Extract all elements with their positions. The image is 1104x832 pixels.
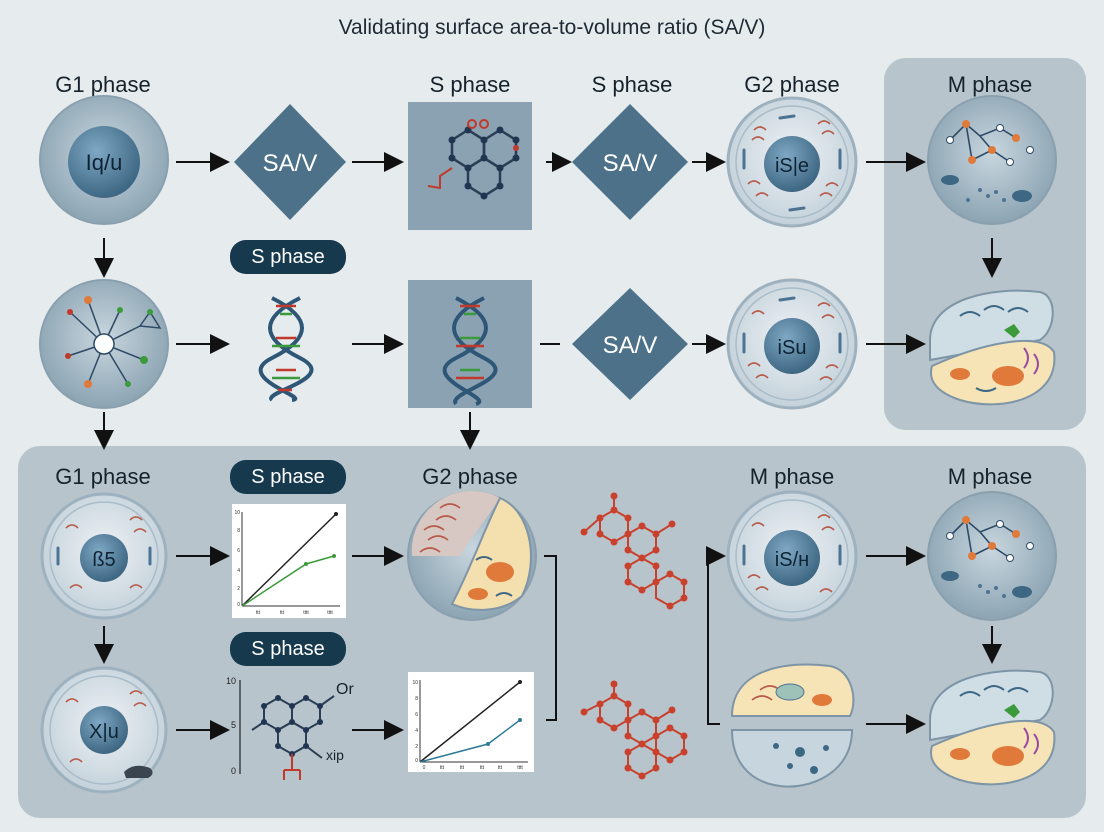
x-tick: 0	[423, 765, 426, 771]
axis-tick-mid: 5	[231, 720, 236, 730]
nucleus-label-g1: Iq/u	[86, 150, 123, 175]
red-molecule-2-atoms	[580, 680, 688, 780]
svg-text:SA/V: SA/V	[603, 150, 658, 177]
label-m-bottom-2: M phase	[947, 464, 1033, 489]
mini-chart-2: 10 8 6 4 2 0 0 ttt ttt ttt ttt tttt	[408, 672, 534, 772]
x-tick: tttt	[327, 610, 333, 616]
chart-point	[334, 512, 338, 516]
chart-line-series-1	[419, 681, 521, 763]
molecule-label-o: Or	[336, 681, 354, 698]
m-phase-cell-bottom-2	[927, 491, 1057, 621]
x-tick: tttt	[303, 610, 309, 616]
chart-point	[518, 680, 522, 684]
red-molecule-1-atoms	[580, 492, 688, 610]
y-tick: 2	[415, 744, 418, 750]
g2-cell-bottom	[407, 490, 537, 621]
cell-xu: X|u	[40, 666, 168, 794]
dna-helix-1	[258, 296, 314, 402]
y-tick: 8	[415, 696, 418, 702]
x-tick: tttt	[517, 765, 523, 771]
y-tick: 2	[237, 586, 240, 592]
pill-s-phase-row4: S phase	[230, 632, 346, 666]
label-s-top-2: S phase	[591, 72, 673, 97]
g2-cell-top: iS|e	[726, 96, 858, 228]
label-g2-bottom: G2 phase	[422, 464, 518, 489]
nucleus-label-g2-top: iS|e	[775, 155, 809, 177]
chart-point	[518, 718, 522, 722]
y-tick: 0	[415, 758, 418, 764]
nucleus-label-g2-mid: iSu	[778, 337, 807, 359]
x-tick: ttt	[280, 610, 285, 616]
y-tick: 0	[237, 602, 240, 608]
pill-s-phase-row2: S phase	[230, 240, 346, 274]
chart-point	[332, 554, 336, 558]
label-s-top-1: S phase	[429, 72, 511, 97]
lower-panel	[18, 446, 1086, 818]
y-tick: 4	[237, 568, 240, 574]
x-tick: ttt	[460, 765, 465, 771]
nucleus-label-g1-bottom: ß5	[92, 549, 115, 571]
bracket-left	[544, 555, 557, 721]
label-m-top: M phase	[947, 72, 1033, 97]
g2-cell-mid: iSu	[726, 278, 858, 410]
label-g2-top: G2 phase	[744, 72, 840, 97]
axis-tick-bottom: 0	[231, 766, 236, 776]
y-tick: 10	[234, 510, 240, 516]
g1-cell-top: Iq/u	[39, 95, 169, 225]
dividing-cell-top	[929, 289, 1056, 406]
molecule-label-xip: xip	[326, 747, 344, 763]
x-tick: ttt	[480, 765, 485, 771]
diagram-title: Validating surface area-to-volume ratio …	[338, 16, 766, 39]
s-phase-molecule-box	[408, 102, 532, 230]
sav-diamond-3: SA/V	[572, 288, 688, 400]
x-tick: ttt	[498, 765, 503, 771]
y-tick: 6	[415, 712, 418, 718]
sav-diamond-2: SA/V	[572, 104, 688, 220]
y-tick: 10	[412, 680, 418, 686]
svg-text:SA/V: SA/V	[603, 332, 658, 359]
molecule-with-axis: 10 5 0 Or xip	[226, 676, 354, 780]
x-tick: ttt	[256, 610, 261, 616]
svg-text:SA/V: SA/V	[263, 150, 318, 177]
label-g1-bottom: G1 phase	[55, 464, 151, 489]
signaling-network-cell	[39, 279, 169, 409]
split-cell-bottom-left	[730, 663, 855, 788]
g1-cell-bottom: ß5	[40, 492, 168, 620]
x-tick: ttt	[440, 765, 445, 771]
red-molecule-1	[583, 496, 685, 608]
dividing-cell-bottom	[929, 669, 1056, 786]
chart-line-series-1	[241, 513, 337, 607]
chart-point	[304, 562, 308, 566]
bracket-right	[707, 555, 720, 725]
label-m-bottom-1: M phase	[749, 464, 835, 489]
sav-diamond-1: SA/V	[234, 104, 346, 220]
y-tick: 8	[237, 528, 240, 534]
axis-tick-top: 10	[226, 676, 236, 686]
chart-point	[486, 742, 490, 746]
nucleus-label-m: iS/н	[775, 549, 809, 571]
pill-s-phase-row3: S phase	[230, 460, 346, 494]
dna-helix-box	[408, 280, 532, 408]
m-phase-cell-bottom-1: iS/н	[726, 490, 858, 622]
nucleus-label-xl: X|u	[89, 721, 119, 743]
y-tick: 6	[237, 548, 240, 554]
y-tick: 4	[415, 728, 418, 734]
label-g1-top: G1 phase	[55, 72, 151, 97]
mini-chart-1: 10 8 6 4 2 0 ttt ttt tttt tttt	[232, 504, 346, 618]
m-phase-cell-top	[927, 95, 1057, 225]
